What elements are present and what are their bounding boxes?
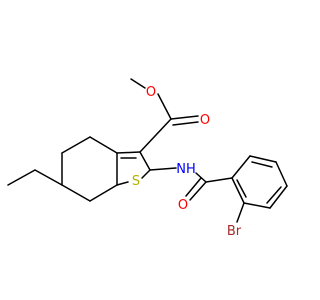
bond-amide-carbonyl: [189, 181, 207, 201]
bond-ethyl-methyl: [7, 169, 36, 186]
bond-ester-c3: [139, 118, 172, 153]
bond-bz-1-2: [231, 155, 251, 179]
molecule-structure-diagram: O O NH S O Br: [7, 78, 288, 239]
bond-amide-carbonyl-2: [185, 177, 202, 197]
bond-layer: [7, 78, 288, 223]
bond-bz-inner-b: [266, 186, 282, 204]
bond-c3-c2: [139, 151, 151, 171]
bond-c6-c7: [61, 184, 91, 202]
nitrogen-amide-label: NH: [176, 162, 196, 177]
bond-c6-ethyl: [34, 169, 63, 186]
bromine-label: Br: [227, 224, 242, 239]
bond-bz-inner-c: [236, 179, 247, 198]
bond-s-c7a: [116, 181, 129, 186]
oxygen-ester-carbonyl-label: O: [200, 113, 210, 128]
bond-bz-2-3: [249, 155, 277, 163]
bond-c2-n: [149, 167, 177, 171]
bond-c7-c7a: [89, 184, 118, 202]
bond-methyl-o: [130, 78, 146, 89]
bond-bz-6-1: [231, 177, 245, 204]
bond-bz-inner-a: [251, 161, 273, 168]
bond-bz-3-4: [275, 161, 288, 187]
bond-c3-c3a: [116, 151, 141, 154]
atom-label-layer: O O NH S O Br: [132, 85, 242, 239]
bond-amide-ring: [205, 177, 233, 183]
sulfur-label: S: [132, 174, 140, 189]
oxygen-methoxy-label: O: [146, 85, 156, 100]
bond-bz-5-6: [243, 202, 271, 209]
bond-ester-carbonyl-2: [172, 121, 199, 126]
oxygen-amide-carbonyl-label: O: [178, 198, 188, 213]
bond-ester-carbonyl: [170, 115, 199, 120]
molecule-svg: O O NH S O Br: [7, 78, 288, 239]
bond-c2-s: [141, 169, 151, 179]
bond-ring-br: [236, 202, 245, 223]
bond-c3a-c4: [89, 136, 118, 154]
bond-bz-4-5: [269, 185, 288, 209]
bond-c4-c5: [61, 136, 91, 154]
bond-o-ester-carbon: [157, 93, 172, 120]
